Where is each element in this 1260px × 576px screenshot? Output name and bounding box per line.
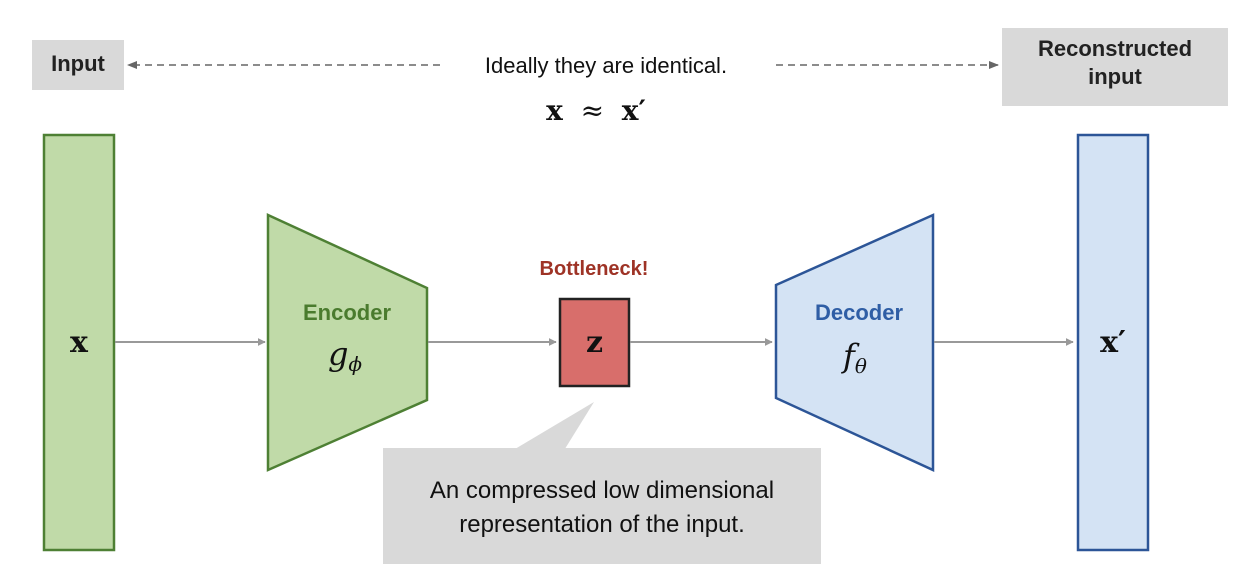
input-vector-symbol: x — [70, 325, 89, 360]
decoder-block — [774, 213, 935, 472]
decoder-func-sub: θ — [855, 354, 867, 378]
input-label-box — [32, 40, 124, 90]
output-vector — [1076, 133, 1150, 552]
reconstructed-label-box — [1002, 28, 1228, 106]
callout-box — [383, 448, 821, 564]
bottleneck-symbol: z — [586, 325, 603, 360]
input-label: Input — [51, 51, 105, 76]
encoder-function: gϕ — [328, 335, 362, 376]
formula-rhs: x — [622, 94, 639, 127]
callout-pointer — [510, 402, 594, 452]
identity-formula: x ≈ x′ — [546, 94, 646, 127]
formula-prime: ′ — [638, 94, 645, 127]
reconstructed-label-line1: Reconstructed — [1038, 36, 1192, 61]
input-vector — [42, 133, 116, 552]
encoder-label: Encoder — [303, 300, 391, 325]
callout-line2: representation of the input. — [459, 511, 745, 538]
output-prime: ′ — [1118, 325, 1126, 360]
encoder-block — [266, 213, 429, 472]
bottleneck-z — [558, 297, 631, 388]
reconstructed-label-line2: input — [1088, 64, 1142, 89]
encoder-func-name: g — [328, 335, 348, 373]
output-vector-symbol: x′ — [1100, 325, 1126, 360]
decoder-label: Decoder — [815, 300, 903, 325]
callout-line1: An compressed low dimensional — [430, 477, 774, 504]
output-symbol: x — [1100, 325, 1119, 360]
identical-note: Ideally they are identical. — [485, 53, 727, 78]
formula-approx: ≈ — [581, 94, 604, 127]
encoder-func-sub: ϕ — [348, 352, 362, 376]
bottleneck-label: Bottleneck! — [540, 258, 649, 280]
formula-lhs: x — [546, 94, 563, 127]
